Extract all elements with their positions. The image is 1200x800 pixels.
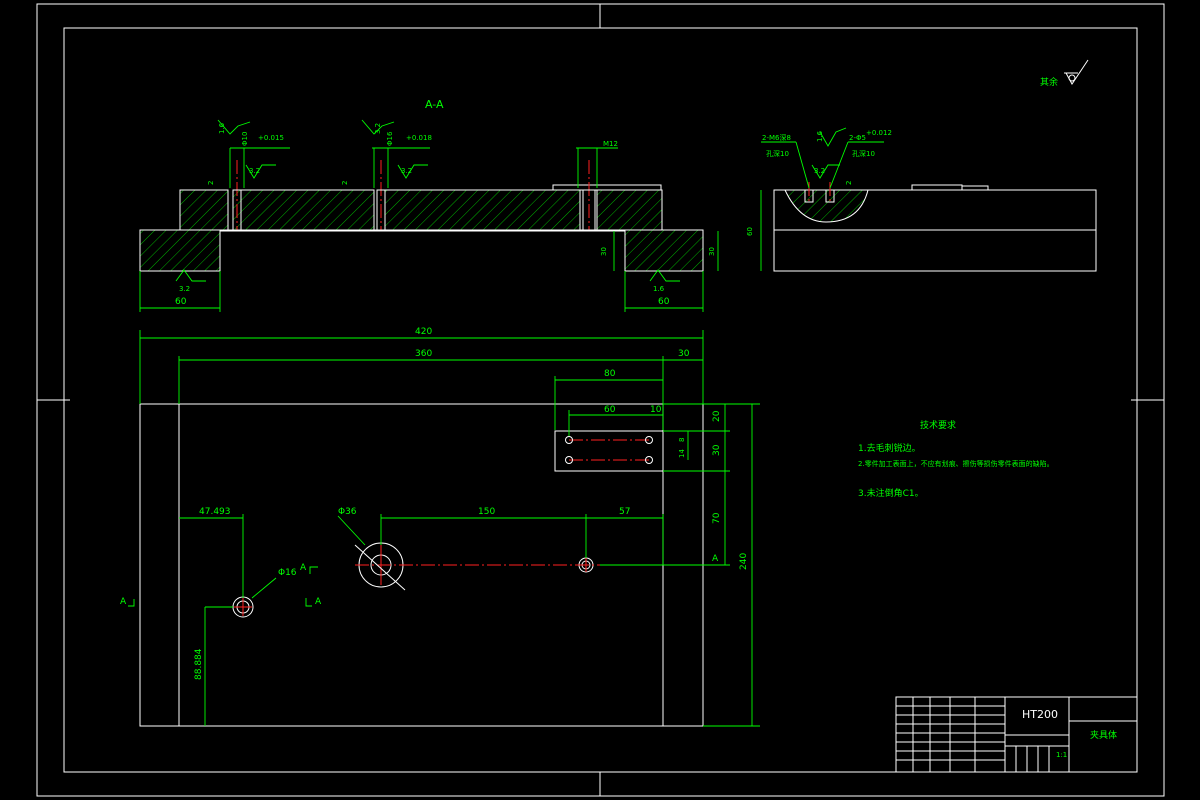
roughness-2: 3.2	[374, 123, 382, 134]
label-phi5-tol: +0.012	[866, 129, 892, 137]
dim-hole-16-tol: +0.018	[406, 134, 432, 142]
title-scale: 1:1	[1056, 751, 1067, 759]
section-mark-a4: A	[712, 554, 719, 564]
dim-47493: 47.493	[199, 507, 231, 517]
dim-240: 240	[739, 553, 749, 570]
dim-20: 20	[712, 410, 722, 422]
technical-requirements: 技术要求 1.去毛刺锐边。 2.零件加工表面上，不应有划痕、擦伤等损伤零件表面的…	[858, 419, 1054, 499]
side-dim-depth: 2	[845, 181, 853, 185]
label-depth10b: 孔深10	[852, 149, 875, 158]
default-roughness-symbol: 其余	[1040, 59, 1089, 88]
label-m6: 2-M6深8	[762, 133, 791, 142]
label-phi5: 2-Φ5	[849, 134, 866, 142]
dim-10: 10	[650, 405, 662, 415]
title-material: HT200	[1022, 708, 1058, 721]
roughness-6: 1.6	[653, 285, 665, 293]
tech-item-1: 1.去毛刺锐边。	[858, 442, 921, 454]
tech-item-3: 3.未注倒角C1。	[858, 487, 924, 499]
dim-14: 14	[678, 449, 686, 458]
roughness-3: 3.2	[249, 167, 260, 175]
dim-30-right: 30	[678, 349, 690, 359]
label-depth10a: 孔深10	[766, 149, 789, 158]
dim-30-block: 30	[712, 444, 722, 456]
side-roughness-1: 1.6	[816, 130, 824, 142]
plan-view: 420 360 30 80 60 10 240 20 30 70 8 14 15	[120, 327, 760, 727]
roughness-other-label: 其余	[1040, 76, 1058, 88]
roughness-1: 1.6	[218, 122, 226, 134]
dim-70: 70	[712, 512, 722, 524]
section-label: A-A	[425, 98, 444, 111]
dim-60-holes: 60	[604, 405, 616, 415]
section-mark-a1: A	[120, 597, 127, 607]
title-block: HT200 夹具体 1:1	[895, 696, 1138, 773]
dim-150: 150	[478, 507, 495, 517]
dim-hole-10: Φ10	[241, 132, 249, 146]
dim-h-30b: 30	[708, 247, 716, 256]
side-dim-60: 60	[746, 227, 754, 236]
side-roughness-2: 3.2	[814, 167, 825, 175]
roughness-5: 3.2	[179, 285, 190, 293]
dim-hole-16: Φ16	[386, 131, 394, 146]
dim-420: 420	[415, 327, 432, 337]
dim-left-step: 60	[175, 297, 187, 307]
roughness-4: 3.2	[401, 167, 412, 175]
dim-right-step: 60	[658, 297, 670, 307]
tech-item-2: 2.零件加工表面上，不应有划痕、擦伤等损伤零件表面的缺陷。	[858, 459, 1054, 468]
dim-hole-10-tol: +0.015	[258, 134, 284, 142]
dim-80: 80	[604, 369, 616, 379]
dim-360: 360	[415, 349, 432, 359]
dim-88884: 88.884	[194, 648, 204, 680]
dim-depth-2: 2	[341, 181, 349, 185]
dim-phi36: Φ36	[338, 507, 357, 517]
dim-h-30a: 30	[600, 247, 608, 256]
dim-57: 57	[619, 507, 630, 517]
dim-8: 8	[678, 438, 686, 442]
section-mark-a2: A	[300, 563, 307, 573]
side-view: 2-M6深8 孔深10 2-Φ5 +0.012 孔深10 1.6 3.2 60 …	[746, 127, 1097, 272]
dim-depth-1: 2	[207, 181, 215, 185]
title-part-name: 夹具体	[1090, 729, 1117, 741]
dim-m12: M12	[603, 140, 618, 148]
section-mark-a3: A	[315, 597, 322, 607]
tech-title: 技术要求	[920, 419, 956, 431]
section-view-aa: A-A Φ10 +0.015 Φ16 +0.018 M12 1.6 3.2 3.…	[139, 98, 719, 312]
sheet-frame	[36, 3, 1165, 797]
dim-phi16: Φ16	[278, 568, 297, 578]
